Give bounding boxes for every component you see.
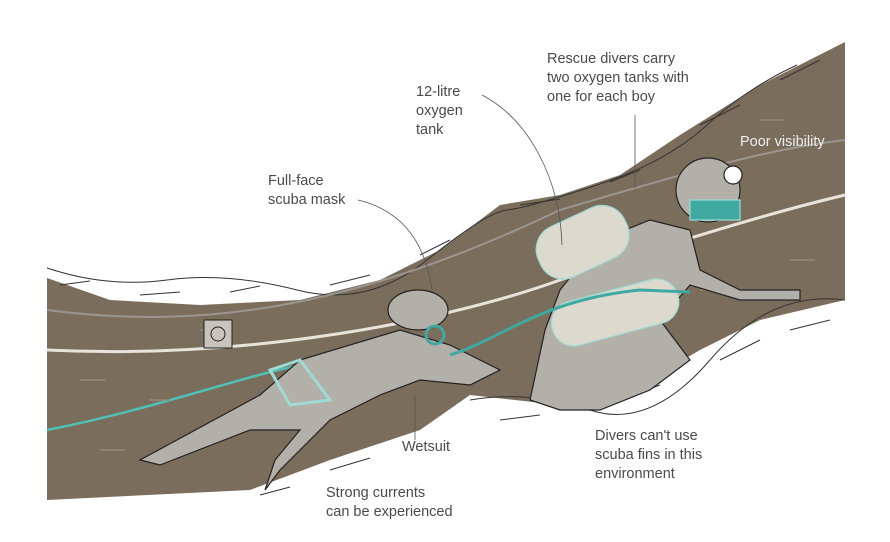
padlock-sign [203, 319, 233, 349]
cave-water [47, 42, 845, 500]
label-no-fins: Divers can't use scuba fins in this envi… [595, 428, 703, 482]
leader-lines [357, 94, 636, 440]
boy-diver [138, 289, 502, 491]
label-oxygen-tank: 12-litre oxygen tank [416, 84, 463, 138]
label-scuba-mask: Full-face scuba mask [268, 173, 346, 208]
label-wetsuit: Wetsuit [402, 439, 451, 455]
label-poor-visibility: Poor visibility [740, 134, 825, 150]
label-rescue-divers: Rescue divers carry two oxygen tanks wit… [547, 51, 689, 105]
rock-texture [46, 59, 846, 496]
label-currents: Strong currents can be experienced [326, 485, 453, 520]
rescue-diver [449, 157, 801, 411]
